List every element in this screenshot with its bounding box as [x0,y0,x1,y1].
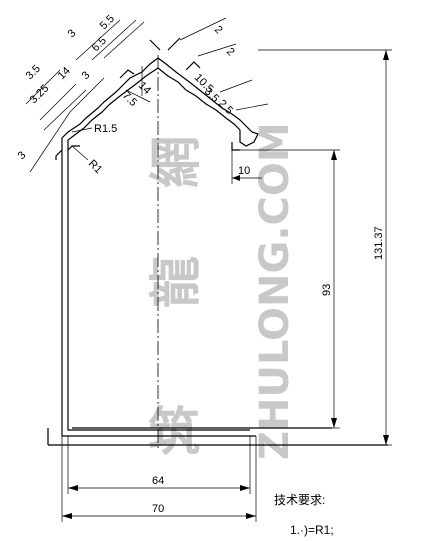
dim-r1: R1 [86,158,104,176]
dim-3-small: 3 [16,149,29,162]
arrowheads [62,50,389,519]
watermark-char-3: 網 [147,136,207,188]
technical-notes: 技术要求: 1.·)=R1; [274,493,334,537]
dimension-lines [25,17,392,522]
watermark-site: ZHULONG.COM [252,122,298,460]
dim-131-37: 131.37 [373,226,385,260]
dim-3-top: 3 [66,27,79,40]
dim-14-left: 14 [56,65,73,82]
dim-6-5: 6.5 [90,35,109,54]
watermark: ZHULONG.COM 筑 龍 網 [147,122,298,463]
dim-5-5: 5.5 [98,13,117,32]
dim-64: 64 [152,475,164,487]
notes-title: 技术要求: [274,493,325,507]
dim-3-5-left: 3.5 [24,63,43,82]
dim-70: 70 [152,503,164,515]
dim-93: 93 [321,284,333,296]
notes-item-1: 1.·)=R1; [290,523,334,537]
watermark-char-2: 龍 [147,256,207,308]
dim-3-left: 3 [80,69,93,82]
dim-10: 10 [238,165,250,177]
dim-2-top: 2 [212,24,225,37]
watermark-char-1: 筑 [148,403,200,463]
dim-r1-5: R1.5 [94,123,117,135]
dim-3-25: 3.25 [28,82,52,106]
dim-7-5: 7.5 [120,90,139,109]
